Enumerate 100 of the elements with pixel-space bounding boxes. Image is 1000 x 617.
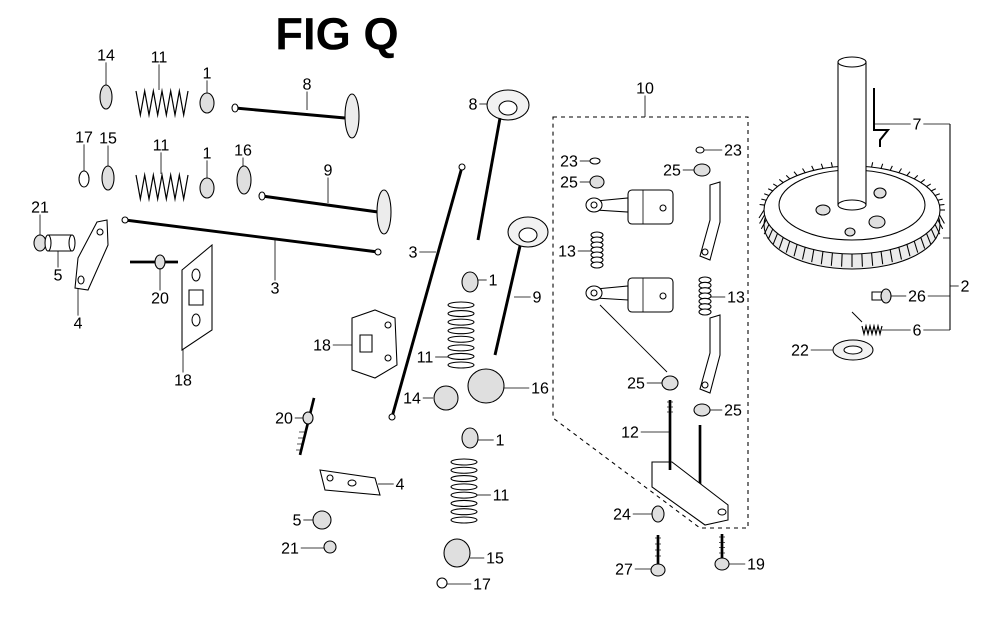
leader-line — [710, 296, 726, 298]
leader-line — [646, 382, 662, 384]
dashed-outline — [552, 116, 749, 529]
washer — [589, 175, 605, 189]
callout-number: 15 — [100, 132, 116, 144]
leader-line — [476, 494, 492, 496]
callout-number: 5 — [54, 269, 62, 281]
callout-number: 13 — [559, 245, 576, 257]
callout-number: 7 — [913, 118, 921, 130]
leader-line — [514, 296, 532, 298]
leader-line — [434, 356, 448, 358]
leader-line — [206, 80, 208, 94]
washer — [832, 339, 874, 361]
leader-line — [182, 348, 184, 373]
cotter — [461, 427, 479, 449]
gear — [758, 161, 945, 270]
shaft — [666, 400, 674, 470]
callout-number: 8 — [469, 98, 477, 110]
callout-number: 1 — [204, 68, 211, 78]
leader-line — [160, 152, 162, 174]
leader-line — [634, 568, 652, 570]
callout-number: 17 — [474, 578, 490, 590]
callout-number: 15 — [487, 552, 504, 564]
callout-number: 23 — [560, 155, 578, 167]
callout-number: 16 — [532, 382, 548, 394]
collar — [651, 505, 665, 523]
leader-line — [242, 157, 244, 166]
title: FIG Q — [278, 18, 397, 58]
callout-number: 17 — [76, 132, 92, 142]
callout-number: 25 — [560, 176, 578, 188]
cotter — [199, 177, 215, 199]
spring — [135, 88, 189, 118]
callout-number: 20 — [152, 292, 168, 304]
guide-plate — [351, 309, 398, 379]
clip — [695, 146, 705, 154]
nut — [323, 540, 337, 554]
bolt — [650, 535, 666, 577]
callout-number: 18 — [175, 374, 192, 386]
cotter — [461, 271, 479, 293]
callout-number: 4 — [74, 318, 82, 328]
leader-line — [644, 95, 646, 118]
nut — [33, 234, 47, 252]
callout-number: 21 — [32, 201, 48, 213]
callout-number: 1 — [490, 274, 497, 286]
callout-number: 4 — [396, 478, 404, 490]
callout-number: 11 — [494, 490, 509, 500]
pivot — [44, 234, 76, 252]
retainer — [443, 538, 471, 568]
retainer — [99, 84, 113, 110]
guide-plate — [181, 244, 213, 351]
leader-line — [332, 344, 352, 346]
callout-number: 26 — [908, 290, 926, 302]
callout-number: 16 — [235, 144, 252, 156]
valve — [258, 189, 392, 235]
spring — [447, 301, 475, 369]
callout-number: 11 — [152, 52, 167, 62]
clip — [589, 157, 601, 165]
rotator — [236, 165, 252, 195]
callout-number: 9 — [324, 164, 332, 176]
washer — [693, 403, 711, 417]
retainer — [101, 165, 115, 191]
callout-number: 12 — [622, 426, 638, 438]
push-rod — [388, 163, 466, 421]
stud — [296, 398, 316, 456]
valve — [231, 93, 360, 139]
spring — [698, 276, 712, 316]
leader-line — [274, 238, 276, 281]
callout-number: 24 — [614, 508, 630, 520]
spring — [450, 458, 478, 524]
push-rod — [121, 216, 382, 256]
washer — [693, 163, 711, 177]
cap — [78, 170, 90, 188]
callout-number: 19 — [748, 558, 764, 570]
leader-line — [577, 250, 592, 252]
stud — [130, 254, 178, 270]
leader-line — [158, 64, 160, 90]
callout-number: 13 — [728, 291, 744, 303]
callout-number: 3 — [271, 282, 279, 294]
leader-line — [306, 91, 308, 110]
callout-number: 23 — [724, 144, 742, 156]
pin — [873, 88, 890, 147]
callout-number: 20 — [276, 412, 292, 424]
leader-line — [579, 160, 590, 162]
callout-number: 2 — [961, 280, 969, 292]
callout-number: 25 — [724, 404, 742, 416]
callout-number: 1 — [496, 434, 504, 446]
callout-number: 5 — [293, 514, 301, 526]
leader-line — [206, 160, 208, 178]
washer — [661, 375, 679, 391]
callout-number: 14 — [98, 50, 114, 60]
cap — [436, 577, 448, 589]
callout-number: 27 — [616, 563, 632, 575]
pivot — [312, 510, 332, 530]
callout-number: 8 — [303, 78, 311, 90]
cotter — [199, 92, 215, 114]
callout-number: 21 — [282, 542, 298, 554]
rocker-arm — [319, 469, 381, 496]
callout-number: 22 — [792, 344, 808, 356]
rotator — [467, 368, 505, 404]
callout-number: 1 — [204, 148, 211, 158]
